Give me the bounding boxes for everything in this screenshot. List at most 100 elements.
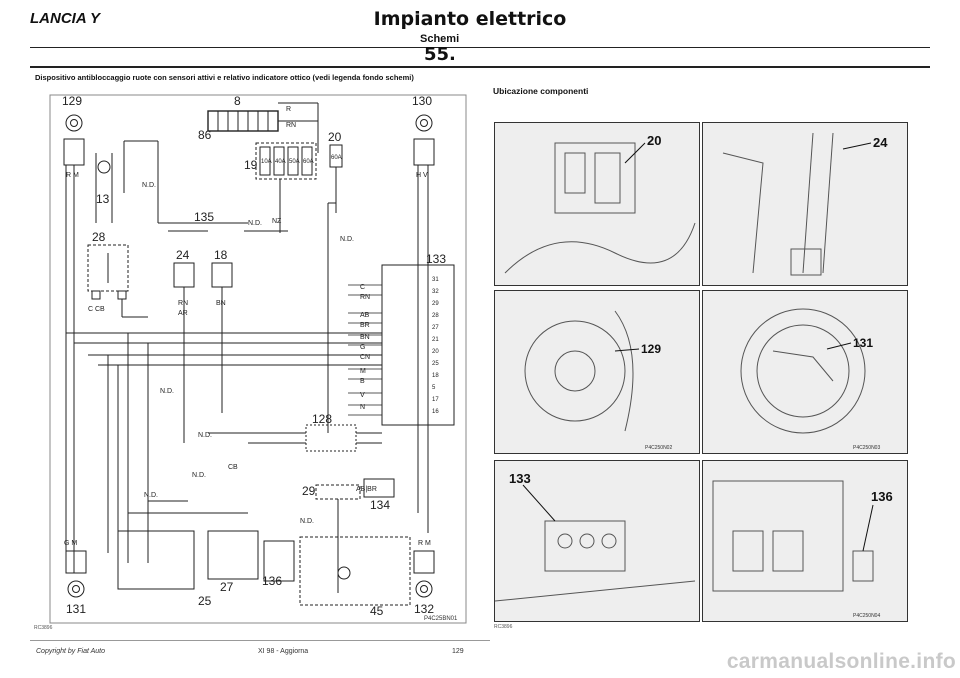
page-title: Impianto elettrico	[373, 8, 567, 30]
diagram-ref-code: P4C25BN01	[424, 616, 458, 622]
wire-label-nd-2: N.D.	[248, 220, 262, 227]
pin-label-6: 21	[432, 337, 439, 343]
pin-label-8: 25	[432, 361, 439, 367]
component-45-label: 45	[370, 604, 384, 618]
pin-label-1: 31	[432, 277, 439, 283]
footer-rule	[30, 640, 490, 641]
component-8-label: 8	[234, 94, 241, 108]
wire-label-nd-7: N.D.	[144, 492, 158, 499]
pin-label-9: 18	[432, 373, 439, 379]
footer-copyright: Copyright by Fiat Auto	[36, 648, 105, 655]
pin-label-11: 17	[432, 397, 439, 403]
wire-label-hv: H V	[416, 172, 428, 179]
component-29-label: 29	[302, 484, 316, 498]
diagram-caption: Dispositivo antibloccaggio ruote con sen…	[35, 73, 414, 82]
wire-label-n: N	[360, 404, 365, 411]
photo-code-129: P4C250N02	[645, 445, 672, 451]
component-132-label: 132	[414, 602, 434, 616]
header-rule-bold	[30, 66, 930, 68]
pin-label-7: 20	[432, 349, 439, 355]
component-25-label: 25	[198, 594, 212, 608]
photo-131-sketch: 131 P4C250N03	[740, 308, 880, 451]
pin-label-2: 32	[432, 289, 439, 295]
photo-code-131: P4C250N03	[853, 445, 880, 451]
component-128-label: 128	[312, 412, 332, 426]
brand-title: LANCIA Y	[30, 10, 101, 27]
wire-label-rn-2: RN	[178, 300, 188, 307]
photo-code-136: P4C250N04	[853, 613, 880, 619]
photo-label-129: 129	[641, 342, 661, 356]
wire-label-bn-2: BN	[360, 334, 370, 341]
wire-label-g: G	[360, 344, 365, 351]
wire-label-nz: NZ	[272, 218, 282, 225]
wire-label-rn-3: RN	[360, 294, 370, 301]
wire-label-rm: R M	[418, 540, 431, 547]
component-133-label: 133	[426, 252, 446, 266]
component-24-label: 24	[176, 248, 190, 262]
photo-24-sketch: 24	[722, 132, 888, 276]
wire-label-br: BR	[360, 322, 370, 329]
footer-page-number: 129	[452, 648, 464, 655]
header-rule	[30, 47, 930, 48]
component-19-label: 19	[244, 158, 258, 172]
wire-label-rm-top: R M	[66, 172, 79, 179]
photo-label-20: 20	[647, 133, 661, 148]
photo-129-sketch: 129 P4C250N02	[524, 310, 672, 451]
right-corner-code: RC3896	[494, 624, 513, 630]
pin-label-10: 5	[432, 385, 436, 391]
wire-label-ar: AR	[178, 310, 188, 317]
component-136-label: 136	[262, 574, 282, 588]
component-86-label: 86	[198, 128, 212, 142]
wiring-diagram: 129 8 130 86 20 19 13 135 28 24 18 133 1…	[49, 94, 467, 624]
wire-label-nd-6: N.D.	[192, 472, 206, 479]
photo-component-131: 131 P4C250N03	[702, 290, 908, 454]
wire-label-rn: RN	[286, 122, 296, 129]
component-130-label: 130	[412, 94, 432, 108]
pin-label-4: 28	[432, 313, 439, 319]
wire-label-abbr: AB|BR	[356, 486, 377, 493]
wire-label-nd-5: N.D.	[198, 432, 212, 439]
watermark: carmanualsonline.info	[726, 650, 956, 673]
component-135-label: 135	[194, 210, 214, 224]
photo-component-24: 24	[702, 122, 908, 286]
component-13-label: 13	[96, 192, 110, 206]
fuse-label-20: 60A	[331, 155, 342, 161]
fuse-label-4: 60A	[303, 159, 314, 165]
component-28-label: 28	[92, 230, 106, 244]
component-location-title: Ubicazione componenti	[493, 86, 589, 96]
fuse-label-3: 50A	[289, 159, 300, 165]
component-20-label: 20	[328, 130, 342, 144]
wire-label-ab: AB	[360, 312, 370, 319]
section-number: 55.	[424, 44, 456, 65]
photo-20-sketch: 20	[504, 133, 696, 274]
photo-133-sketch: 133	[495, 471, 696, 602]
wire-label-b: B	[360, 378, 365, 385]
component-18-label: 18	[214, 248, 228, 262]
component-129-label: 129	[62, 94, 82, 108]
photo-label-131: 131	[853, 336, 873, 350]
wire-label-nd-3: N.D.	[340, 236, 354, 243]
wire-label-ccb: C CB	[88, 306, 105, 313]
photo-component-133: 133	[494, 460, 700, 622]
wire-label-cb: CB	[228, 464, 238, 471]
wire-label-nd-4: N.D.	[160, 388, 174, 395]
component-134-label: 134	[370, 498, 390, 512]
pin-label-5: 27	[432, 325, 439, 331]
photo-label-133: 133	[509, 471, 531, 486]
photo-label-136: 136	[871, 489, 893, 504]
page-subtitle: Schemi	[420, 33, 460, 45]
photo-component-136: 136 P4C250N04	[702, 460, 908, 622]
wire-label-gm: G M	[64, 540, 77, 547]
photo-component-129: 129 P4C250N02	[494, 290, 700, 454]
footer-edition: XI 98 - Aggiorna	[258, 648, 309, 655]
photo-component-20: 20	[494, 122, 700, 286]
fuse-label-1: 10A	[261, 159, 272, 165]
pin-label-12: 16	[432, 409, 439, 415]
wire-label-nd-1: N.D.	[142, 182, 156, 189]
component-131-label: 131	[66, 602, 86, 616]
fuse-label-2: 40A	[275, 159, 286, 165]
wire-label-nd-8: N.D.	[300, 518, 314, 525]
wire-label-r: R	[286, 106, 291, 113]
photo-136-sketch: 136 P4C250N04	[712, 480, 893, 619]
pin-label-3: 29	[432, 301, 439, 307]
